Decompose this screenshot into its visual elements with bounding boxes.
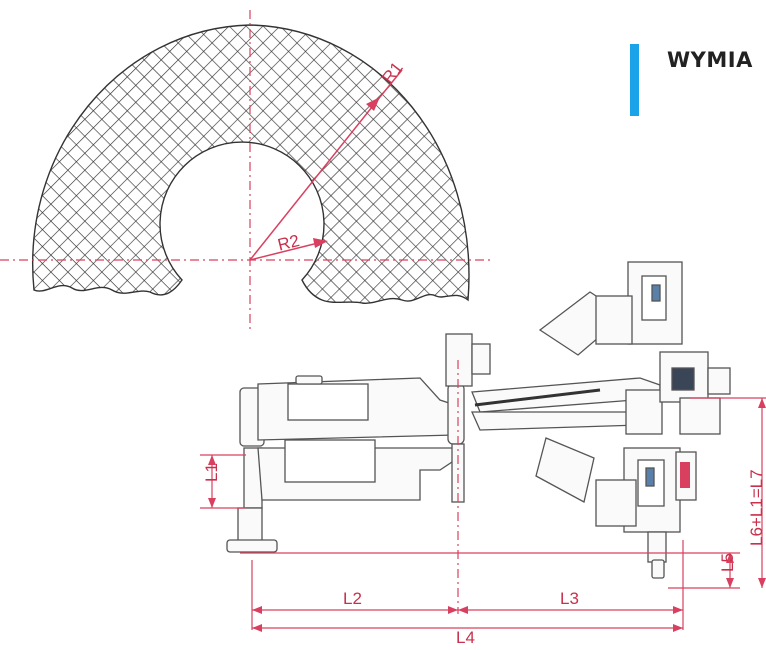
r2-arrow: [313, 238, 328, 248]
heading-accent-bar: [630, 44, 639, 116]
l3-label: L3: [560, 589, 579, 608]
l5-label: L5: [718, 553, 737, 572]
section-heading: WYMIA: [667, 48, 753, 72]
r1-leader: [379, 69, 403, 98]
elbow-joint: [447, 383, 465, 445]
l1-label: L1: [202, 463, 221, 482]
l4-label: L4: [456, 628, 475, 646]
dimension-arrows: [208, 398, 766, 632]
l2-label: L2: [343, 589, 362, 608]
base-foot: [226, 539, 278, 553]
hatched-area: [32, 24, 470, 304]
working-range: [32, 24, 470, 304]
r2-line: [249, 240, 327, 261]
elbow-top-block: [445, 333, 473, 387]
r2-label: R2: [276, 231, 302, 255]
r1-arrow: [366, 97, 380, 111]
head-lower-angled: [535, 437, 595, 503]
r1-line: [249, 96, 381, 261]
head-block: [625, 389, 663, 435]
arm-drawing: [226, 261, 731, 579]
l7-label: L6+L1=L7: [747, 469, 766, 546]
